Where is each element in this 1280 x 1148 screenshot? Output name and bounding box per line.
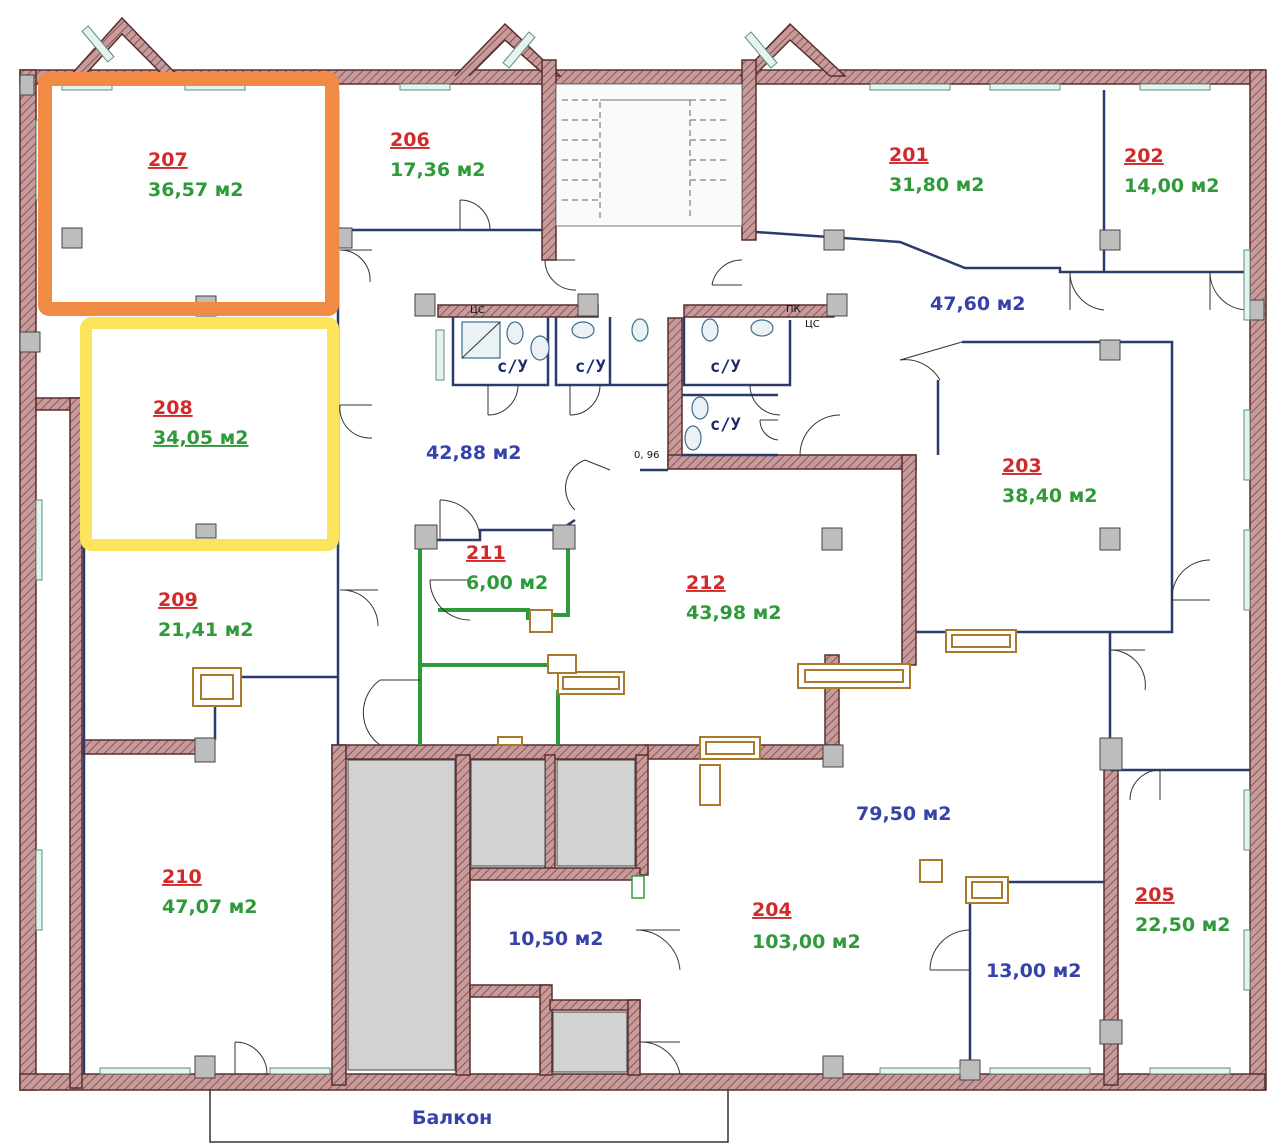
room-number: 207 [148, 149, 188, 171]
columns [19, 74, 1265, 1081]
tag-pk: ПК [786, 304, 801, 315]
room-203[interactable]: 203 38,40 м2 [1002, 455, 1097, 507]
highlight-room-207 [38, 72, 339, 316]
inner-walls [35, 59, 1119, 1089]
room-number: 205 [1135, 884, 1175, 906]
room-area: 34,05 м2 [153, 427, 248, 449]
tag-cs-1: ЦС [470, 305, 485, 316]
room-number: 210 [162, 866, 202, 888]
room-number: 212 [686, 572, 726, 594]
common-area-storage[interactable]: 10,50 м2 [508, 928, 603, 950]
balcony: Балкон [209, 1090, 729, 1143]
ventilation-ducts [192, 609, 1017, 904]
room-number: 201 [889, 144, 929, 166]
room-209[interactable]: 209 21,41 м2 [158, 589, 253, 641]
bathroom-label-1: с/У [497, 357, 528, 377]
common-area-hall-north[interactable]: 47,60 м2 [930, 293, 1025, 315]
door-width-note: 0, 96 [634, 450, 659, 461]
utility-blocks [347, 759, 636, 1073]
bathroom-label-4: с/У [710, 415, 741, 435]
room-208[interactable]: 208 34,05 м2 [153, 397, 248, 449]
room-204[interactable]: 204 103,00 м2 [752, 899, 861, 953]
room-number: 211 [466, 542, 506, 564]
highlight-room-208 [80, 317, 339, 551]
room-number: 202 [1124, 145, 1164, 167]
balcony-label: Балкон [412, 1107, 492, 1129]
room-202[interactable]: 202 14,00 м2 [1124, 145, 1219, 197]
common-area-hall-south[interactable]: 79,50 м2 [856, 803, 951, 825]
room-205[interactable]: 205 22,50 м2 [1135, 884, 1230, 936]
room-211[interactable]: 211 6,00 м2 [466, 542, 548, 594]
tag-cs-2: ЦС [805, 319, 820, 330]
partitions [82, 90, 1250, 1074]
room-area: 103,00 м2 [752, 931, 861, 953]
room-number: 209 [158, 589, 198, 611]
highlights [38, 72, 339, 551]
room-area: 47,07 м2 [162, 896, 257, 918]
common-area-office-small[interactable]: 13,00 м2 [986, 960, 1081, 982]
room-area: 22,50 м2 [1135, 914, 1230, 936]
windows [35, 25, 1251, 1075]
room-211-partitions [418, 545, 570, 745]
room-area: 38,40 м2 [1002, 485, 1097, 507]
room-area: 31,80 м2 [889, 174, 984, 196]
room-area: 6,00 м2 [466, 572, 548, 594]
room-labels: 207 36,57 м2 206 17,36 м2 201 31,80 м2 2… [148, 129, 1230, 982]
bathroom-label-2: с/У [575, 357, 606, 377]
bathroom-label-3: с/У [710, 357, 741, 377]
room-207[interactable]: 207 36,57 м2 [148, 149, 243, 201]
room-area: 21,41 м2 [158, 619, 253, 641]
room-212[interactable]: 212 43,98 м2 [686, 572, 781, 624]
room-area: 14,00 м2 [1124, 175, 1219, 197]
room-201[interactable]: 201 31,80 м2 [889, 144, 984, 196]
room-area: 17,36 м2 [390, 159, 485, 181]
room-206[interactable]: 206 17,36 м2 [390, 129, 485, 181]
room-number: 206 [390, 129, 430, 151]
staircase [555, 83, 743, 227]
common-area-hall-west[interactable]: 42,88 м2 [426, 442, 521, 464]
room-210[interactable]: 210 47,07 м2 [162, 866, 257, 918]
room-number: 208 [153, 397, 193, 419]
bathroom-block: ЦС ПК ЦС с/У с/У с/У с/У [414, 293, 848, 457]
room-area: 43,98 м2 [686, 602, 781, 624]
doors [234, 199, 1249, 1075]
room-number: 204 [752, 899, 792, 921]
room-number: 203 [1002, 455, 1042, 477]
room-area: 36,57 м2 [148, 179, 243, 201]
